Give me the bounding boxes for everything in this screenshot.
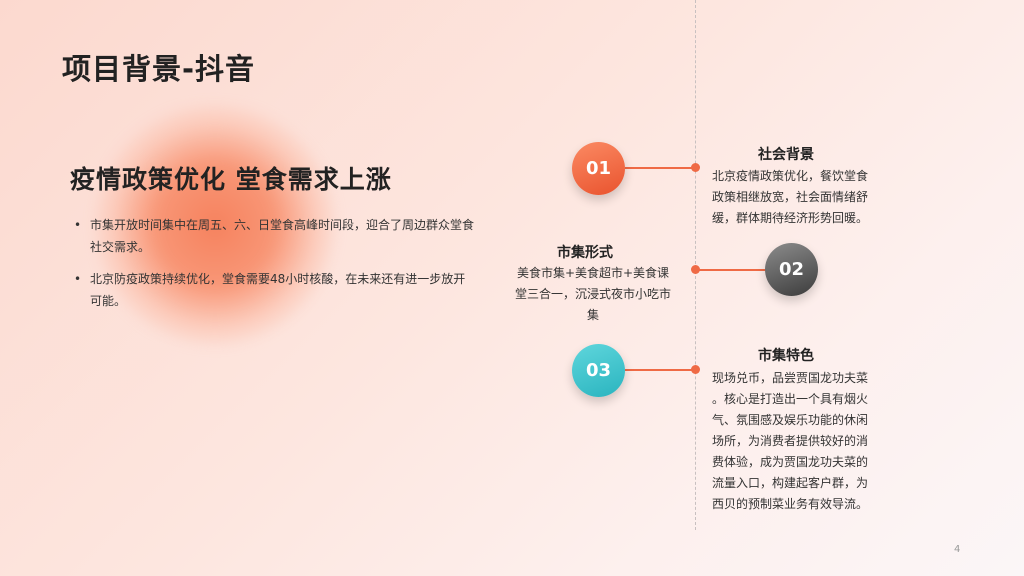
timeline-connector	[696, 269, 766, 271]
bullet-list: • 市集开放时间集中在周五、六、日堂食高峰时间段，迎合了周边群众堂食社交需求。 …	[74, 214, 474, 322]
page-title: 项目背景-抖音	[62, 52, 256, 86]
bullet-item: • 市集开放时间集中在周五、六、日堂食高峰时间段，迎合了周边群众堂食社交需求。	[74, 214, 474, 258]
bullet-marker: •	[74, 272, 82, 286]
bullet-text: 市集开放时间集中在周五、六、日堂食高峰时间段，迎合了周边群众堂食社交需求。	[90, 218, 475, 254]
section-subtitle: 疫情政策优化 堂食需求上涨	[70, 165, 392, 194]
timeline-dot	[691, 265, 700, 274]
bullet-item: • 北京防疫政策持续优化，堂食需要48小时核酸，在未来还有进一步放开可能。	[74, 268, 474, 312]
timeline-number-02: 02	[765, 243, 818, 296]
timeline-text: 美食市集+美食超市+美食课堂三合一，沉浸式夜市小吃市集	[514, 266, 671, 322]
timeline-heading: 社会背景	[758, 147, 814, 163]
page-number: 4	[954, 544, 961, 555]
timeline-dot	[691, 365, 700, 374]
bullet-text: 北京防疫政策持续优化，堂食需要48小时核酸，在未来还有进一步放开可能。	[90, 272, 466, 308]
timeline-number-03: 03	[572, 344, 625, 397]
timeline-connector	[625, 369, 696, 371]
timeline-text: 北京疫情政策优化，餐饮堂食政策相继放宽，社会面情绪舒缓，群体期待经济形势回暖。	[712, 169, 869, 225]
timeline-dot	[691, 163, 700, 172]
timeline-text: 现场兑币，品尝贾国龙功夫菜 。核心是打造出一个具有烟火气、氛围感及娱乐功能的休闲…	[712, 371, 869, 511]
bullet-marker: •	[74, 218, 82, 232]
timeline-connector	[625, 167, 696, 169]
decorative-blob	[95, 105, 335, 345]
timeline-heading: 市集形式	[557, 245, 613, 261]
timeline-number-01: 01	[572, 142, 625, 195]
timeline-heading: 市集特色	[758, 348, 814, 364]
